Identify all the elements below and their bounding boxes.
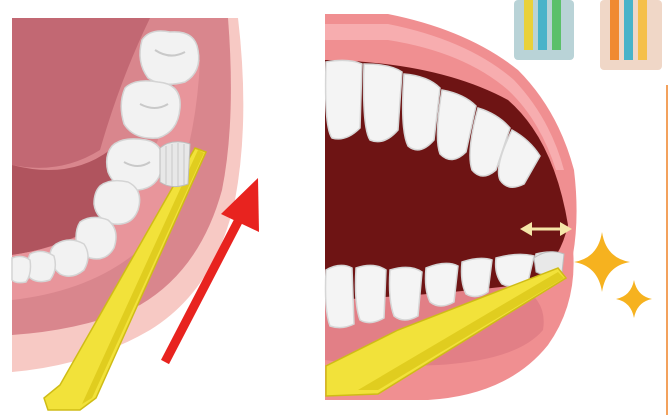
- brush-bristles: [160, 142, 190, 187]
- upper-canine: [403, 74, 440, 150]
- lower-incisor-1: [326, 265, 355, 327]
- right-illustration-panel: [318, 0, 670, 415]
- orange-divider-line: [666, 85, 668, 415]
- molar-1: [140, 31, 199, 84]
- canine: [50, 240, 88, 276]
- toothbrush-package-orange: [600, 0, 662, 70]
- sparkle-large-icon: [574, 232, 630, 292]
- toothbrush-package-blue: [514, 0, 574, 60]
- lower-premolar-2: [462, 258, 493, 296]
- lower-incisor-2: [356, 265, 387, 322]
- upper-incisor-2: [364, 64, 402, 142]
- incisor-2: [12, 256, 31, 282]
- upper-incisor-1: [326, 60, 362, 138]
- lower-jaw-illustration: [0, 0, 290, 415]
- lower-premolar-1: [426, 263, 459, 306]
- lower-canine: [390, 267, 423, 320]
- molar-2: [121, 81, 180, 138]
- open-mouth-illustration: [318, 0, 670, 415]
- sparkle-small-icon: [616, 280, 652, 318]
- left-illustration-panel: [0, 0, 290, 415]
